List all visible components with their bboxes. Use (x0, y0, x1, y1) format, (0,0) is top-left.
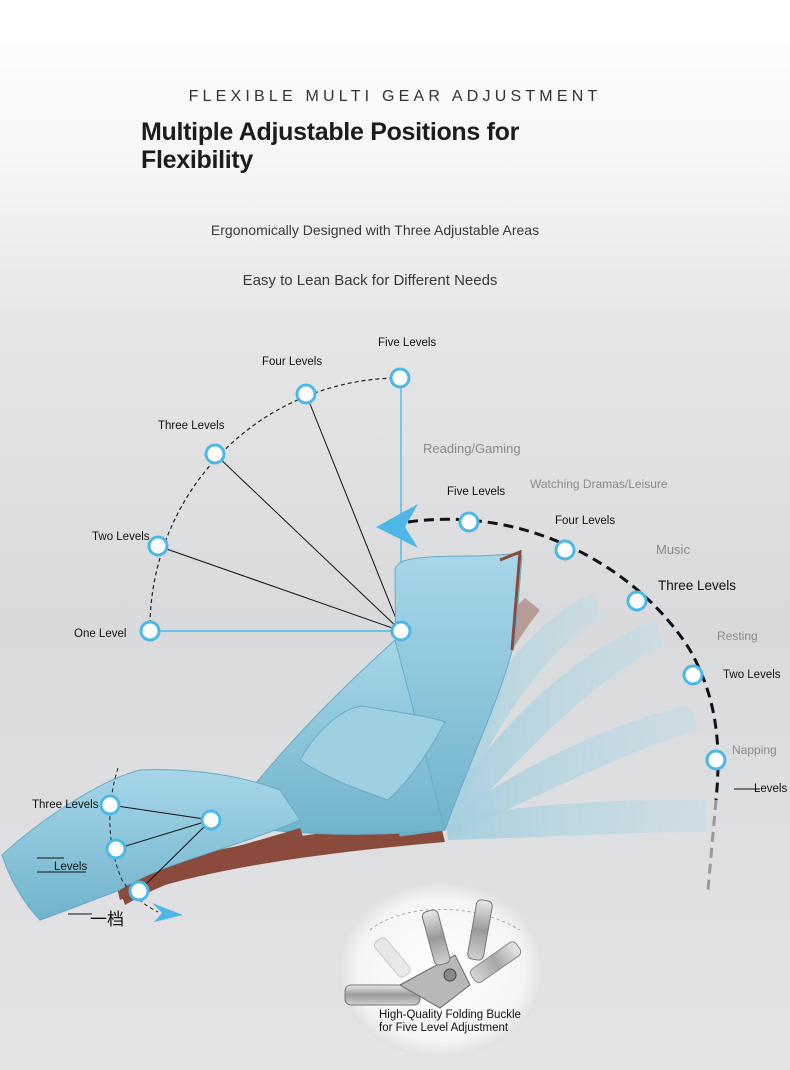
recline-level-one-label: Levels (754, 783, 788, 795)
recline-arrow-icon (376, 504, 418, 548)
footrest-level-1-marker (128, 880, 150, 902)
backrest-level-five-label: Five Levels (378, 337, 437, 349)
recline-level-2-marker (682, 664, 704, 686)
footrest-level-two-label: Levels (54, 861, 88, 873)
backrest-spokes (157, 393, 402, 632)
level-markers (99, 367, 727, 902)
recline-level-two-label: Two Levels (723, 669, 781, 681)
hinge-caption-line1: High-Quality Folding Buckle (379, 1009, 521, 1021)
footrest-arrow-icon (152, 903, 183, 922)
subtitle-areas: Ergonomically Designed with Three Adjust… (210, 222, 540, 238)
backrest-pivot-marker (390, 620, 412, 642)
footrest-level-one-label: 一档 (90, 910, 124, 929)
backrest-level-4-marker (295, 383, 317, 405)
recline-level-four-label: Four Levels (555, 515, 616, 527)
recline-arc (407, 517, 720, 801)
backrest-level-1-marker (139, 620, 161, 642)
footrest-arc (109, 767, 159, 913)
sofa-footrest (1, 769, 301, 921)
recline-level-5-marker (458, 511, 480, 533)
recline-level-4-marker (554, 539, 576, 561)
mode-resting: Resting (717, 629, 758, 643)
backrest-level-two-label: Two Levels (92, 531, 150, 543)
recline-level-1-marker (705, 749, 727, 771)
footrest-level-2-marker (105, 838, 127, 860)
page-headline: Multiple Adjustable Positions for Flexib… (141, 118, 520, 174)
recline-level-3-marker (626, 590, 648, 612)
footrest-level-3-marker (99, 794, 121, 816)
sofa-pillow (299, 705, 446, 801)
footrest-level-three-label: Three Levels (32, 799, 99, 811)
hinge-illustration (344, 899, 522, 1009)
footrest-pivot-marker (200, 809, 222, 831)
recline-level-three-label: Three Levels (658, 578, 737, 593)
section-kicker: FLEXIBLE MULTI GEAR ADJUSTMENT (188, 88, 602, 105)
backrest-arc (149, 377, 401, 632)
subtitle-lean-back: Easy to Lean Back for Different Needs (242, 272, 498, 289)
hinge-caption-line2: for Five Level Adjustment (379, 1022, 509, 1034)
mode-music: Music (656, 542, 690, 557)
mode-reading-gaming: Reading/Gaming (423, 441, 521, 456)
recline-level-five-label: Five Levels (447, 486, 506, 498)
backrest-level-one-label: One Level (74, 628, 127, 640)
backrest-level-three-label: Three Levels (158, 420, 225, 432)
backrest-level-four-label: Four Levels (262, 356, 323, 368)
footrest-spokes (109, 804, 212, 892)
backrest-level-5-marker (389, 367, 411, 389)
mode-watching-dramas: Watching Dramas/Leisure (530, 477, 668, 491)
sofa-frame (115, 822, 445, 900)
mode-napping: Napping (732, 743, 777, 757)
backrest-level-3-marker (204, 443, 226, 465)
backrest-level-2-marker (147, 535, 169, 557)
